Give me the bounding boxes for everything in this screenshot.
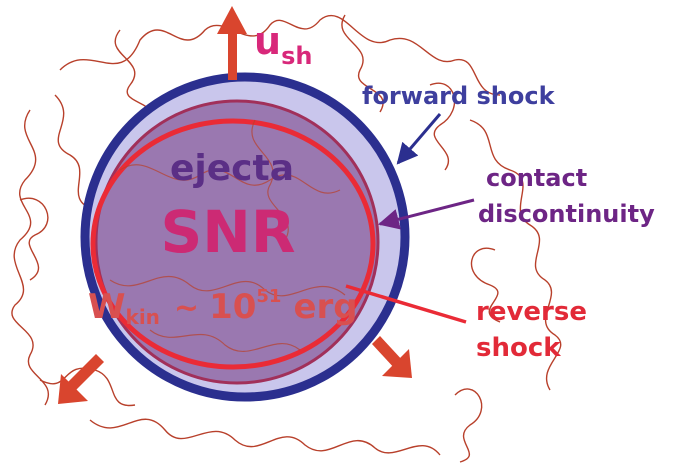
energy-unit: erg: [293, 287, 357, 327]
energy-approx: ~: [174, 291, 199, 326]
forward-shock-label: forward shock: [362, 82, 556, 110]
energy-symbol: W: [88, 287, 126, 327]
velocity-label: ush: [254, 19, 312, 70]
arrow-icon: [372, 336, 412, 378]
velocity-symbol: u: [254, 19, 281, 63]
velocity-subscript: sh: [281, 42, 312, 70]
contact-label-line1: contact: [486, 164, 587, 192]
snr-label: SNR: [161, 198, 296, 266]
ejecta-label: ejecta: [170, 148, 294, 189]
arrow-icon: [58, 354, 104, 404]
forward-shock-pointer: [398, 114, 440, 163]
arrow-icon: [217, 6, 247, 80]
energy-subscript: kin: [126, 305, 160, 329]
energy-exponent: 51: [256, 286, 281, 307]
energy-base: 10: [209, 287, 256, 327]
reverse-label-line1: reverse: [476, 297, 587, 327]
reverse-label-line2: shock: [476, 333, 561, 363]
contact-label-line2: discontinuity: [478, 200, 655, 228]
